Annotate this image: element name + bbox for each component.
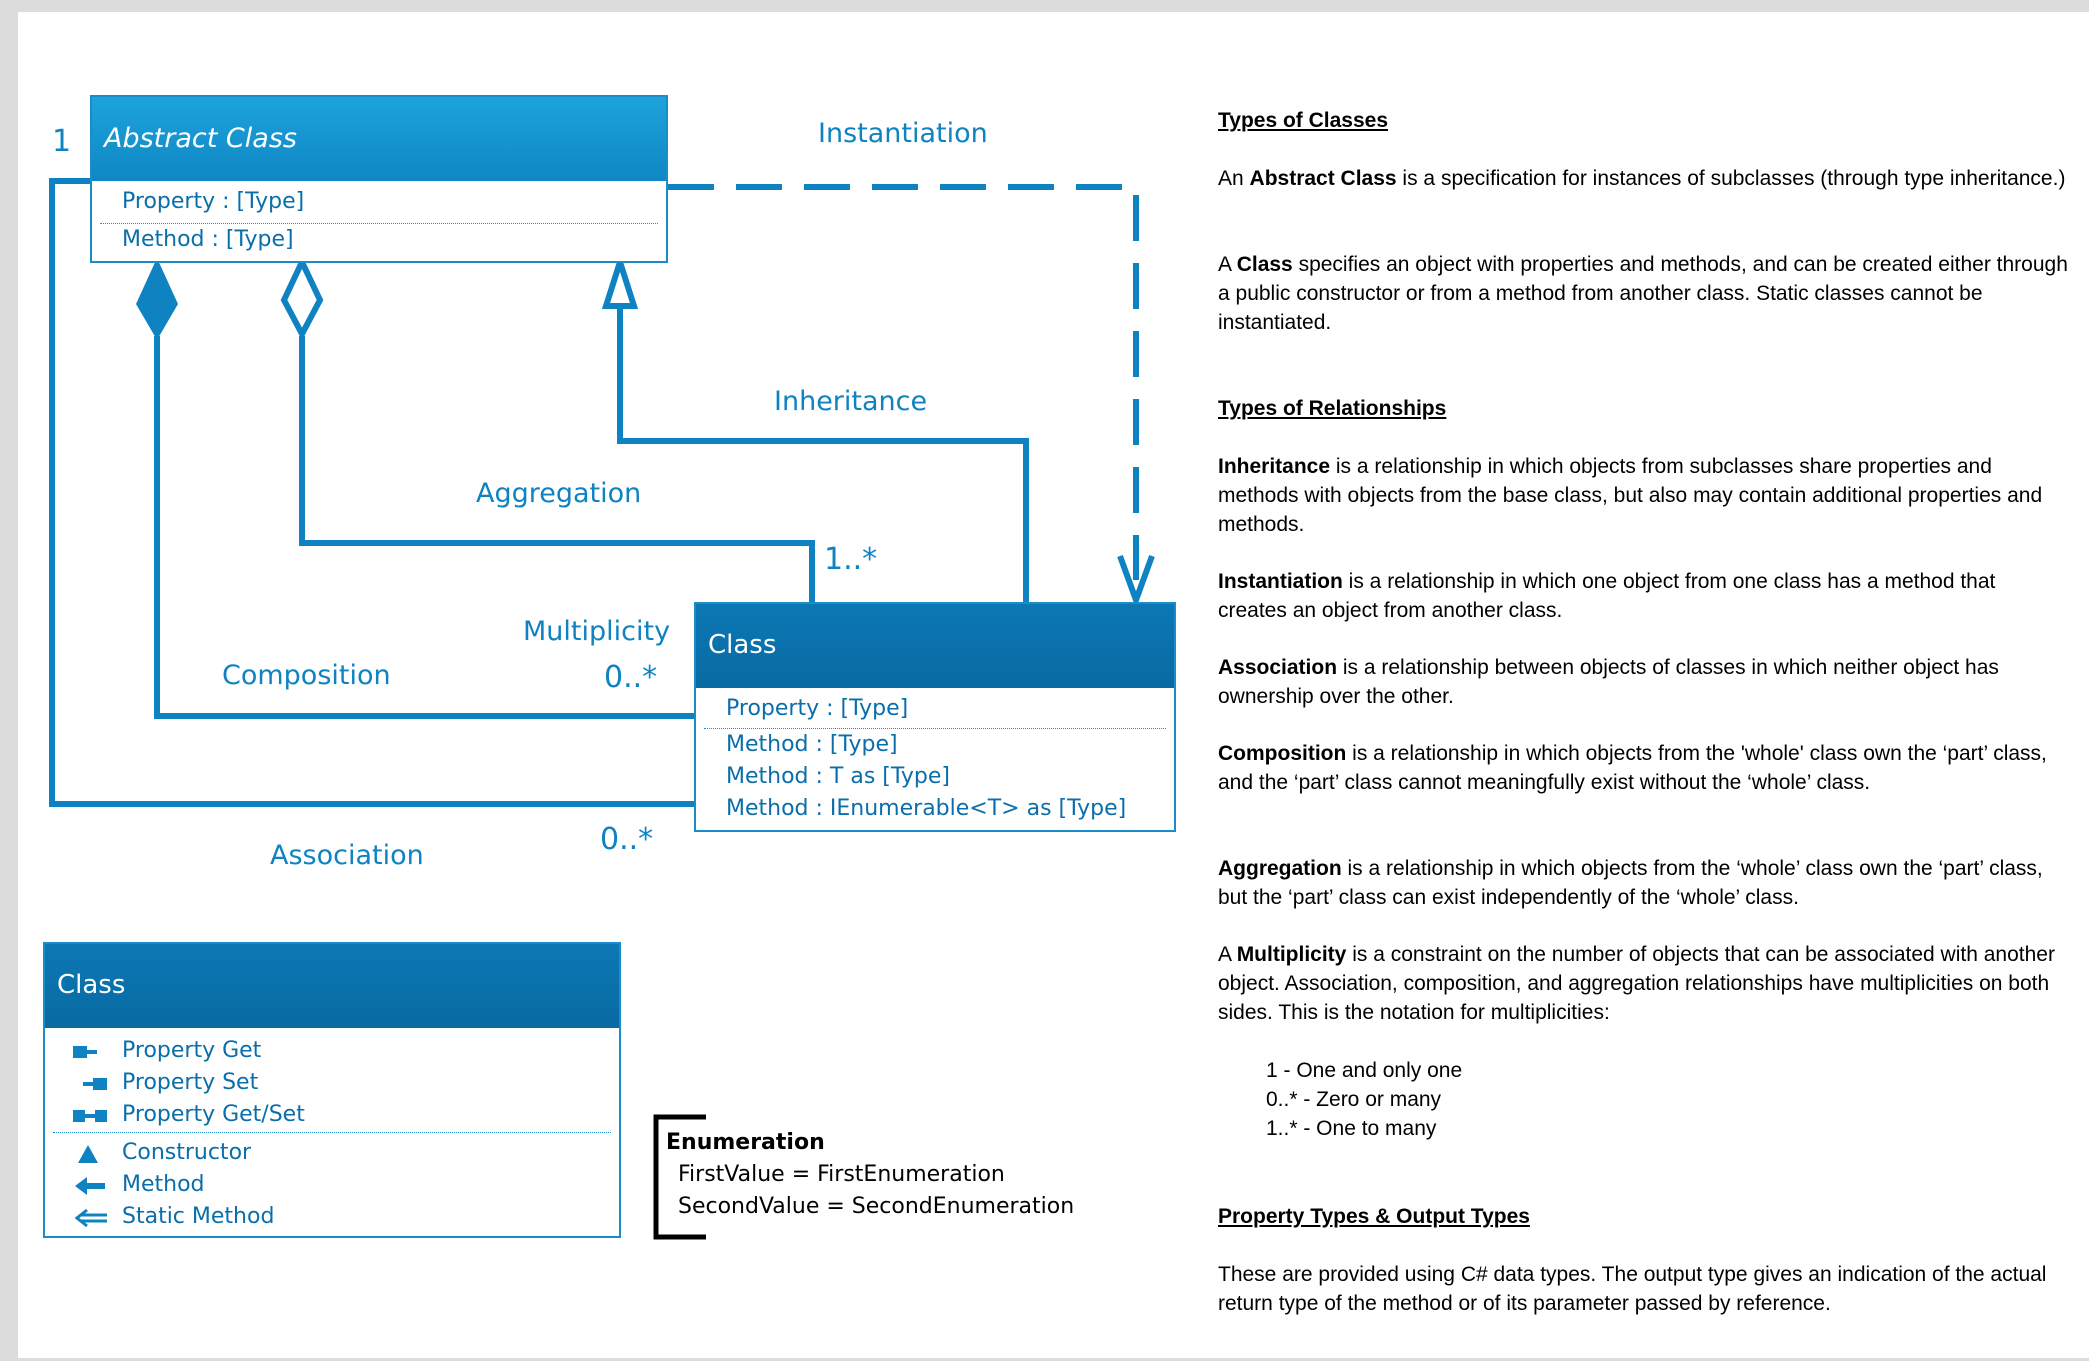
multiplicity-description: A Multiplicity is a constraint on the nu… bbox=[1218, 940, 2068, 1027]
abstract-class-description: An Abstract Class is a specification for… bbox=[1218, 164, 2068, 193]
legend-item-label: Property Get/Set bbox=[122, 1102, 305, 1127]
association-label: Association bbox=[270, 840, 424, 871]
abstract-class-title: Abstract Class bbox=[104, 123, 297, 154]
legend-item-label: Property Set bbox=[122, 1070, 259, 1095]
legend-header: Class bbox=[45, 944, 619, 1028]
property-get-set-icon bbox=[73, 1110, 107, 1122]
abstract-class-property: Property : [Type] bbox=[122, 189, 305, 214]
legend-item-label: Static Method bbox=[122, 1204, 275, 1229]
class-description: A Class specifies an object with propert… bbox=[1218, 250, 2068, 337]
member-separator bbox=[704, 728, 1166, 729]
composition-diamond bbox=[136, 258, 178, 340]
instantiation-line bbox=[668, 184, 1139, 580]
instantiation-label: Instantiation bbox=[818, 118, 988, 149]
term: Instantiation bbox=[1218, 570, 1343, 593]
multiplicity-notation-item: 1 - One and only one bbox=[1266, 1059, 1463, 1082]
class-method: Method : IEnumerable<T> as [Type] bbox=[726, 796, 1127, 821]
composition-line bbox=[154, 336, 698, 719]
composition-label: Composition bbox=[222, 660, 391, 691]
text: An bbox=[1218, 167, 1250, 190]
types-of-relationships-heading: Types of Relationships bbox=[1218, 397, 1447, 420]
text: A bbox=[1218, 253, 1237, 276]
term: Association bbox=[1218, 656, 1338, 679]
legend-item-label: Property Get bbox=[122, 1038, 262, 1063]
aggregation-label: Aggregation bbox=[476, 478, 642, 509]
aggregation-description: Aggregation is a relationship in which o… bbox=[1218, 854, 2068, 912]
instantiation-description: Instantiation is a relationship in which… bbox=[1218, 567, 2068, 625]
term: Aggregation bbox=[1218, 857, 1342, 880]
multiplicity-zero-many-association: 0..* bbox=[600, 822, 654, 857]
multiplicity-one-to-many: 1..* bbox=[824, 542, 878, 577]
class-property: Property : [Type] bbox=[726, 696, 909, 721]
method-icon bbox=[75, 1177, 105, 1195]
multiplicity-zero-many-composition: 0..* bbox=[604, 660, 658, 695]
class-method: Method : T as [Type] bbox=[726, 764, 950, 789]
enumeration-bracket bbox=[653, 1114, 706, 1240]
text: is a relationship in which objects from … bbox=[1218, 857, 2043, 909]
abstract-class-method: Method : [Type] bbox=[122, 227, 294, 252]
legend-item-label: Constructor bbox=[122, 1140, 252, 1165]
term: Class bbox=[1236, 253, 1293, 276]
association-description: Association is a relationship between ob… bbox=[1218, 653, 2068, 711]
instantiation-arrowhead bbox=[1117, 554, 1155, 609]
static-method-icon bbox=[75, 1208, 107, 1228]
text: is a constraint on the number of objects… bbox=[1218, 943, 2055, 1024]
aggregation-diamond bbox=[280, 254, 324, 341]
inheritance-description: Inheritance is a relationship in which o… bbox=[1218, 452, 2068, 539]
property-set-icon bbox=[83, 1078, 107, 1090]
types-of-classes-heading: Types of Classes bbox=[1218, 109, 1389, 132]
text: A bbox=[1218, 943, 1237, 966]
legend-separator bbox=[53, 1132, 611, 1133]
enumeration-title: Enumeration bbox=[666, 1130, 825, 1155]
text: is a relationship in which objects from … bbox=[1218, 742, 2047, 794]
inheritance-arrowhead bbox=[601, 252, 639, 309]
abstract-class-box[interactable]: Abstract Class Property : [Type] Method … bbox=[90, 95, 668, 263]
class-method: Method : [Type] bbox=[726, 732, 898, 757]
term: Multiplicity bbox=[1236, 943, 1347, 966]
term: Composition bbox=[1218, 742, 1347, 765]
legend-item-label: Method bbox=[122, 1172, 205, 1197]
property-get-icon bbox=[73, 1046, 97, 1058]
class-title: Class bbox=[708, 630, 777, 660]
text: is a relationship between objects of cla… bbox=[1218, 656, 1999, 708]
constructor-icon bbox=[78, 1145, 98, 1163]
multiplicity-notation-item: 0..* - Zero or many bbox=[1266, 1088, 1442, 1111]
member-separator bbox=[100, 223, 658, 224]
multiplicity-one: 1 bbox=[52, 124, 72, 159]
text: is a relationship in which one object fr… bbox=[1218, 570, 1996, 622]
multiplicity-notation-item: 1..* - One to many bbox=[1266, 1117, 1437, 1140]
property-types-heading: Property Types & Output Types bbox=[1218, 1205, 1530, 1228]
property-types-description: These are provided using C# data types. … bbox=[1218, 1263, 2047, 1315]
enumeration-value: SecondValue = SecondEnumeration bbox=[678, 1194, 1075, 1219]
text: is a specification for instances of subc… bbox=[1396, 167, 2066, 190]
association-line bbox=[49, 178, 698, 807]
term: Inheritance bbox=[1218, 455, 1331, 478]
legend-box: Class Property Get Property Set Property… bbox=[43, 942, 621, 1238]
class-box[interactable]: Class Property : [Type] Method : [Type] … bbox=[694, 602, 1176, 832]
aggregation-line bbox=[299, 336, 815, 602]
inheritance-label: Inheritance bbox=[774, 386, 928, 417]
text: is a relationship in which objects from … bbox=[1218, 455, 2043, 536]
abstract-class-header: Abstract Class bbox=[92, 97, 666, 181]
text: specifies an object with properties and … bbox=[1218, 253, 2068, 334]
term: Abstract Class bbox=[1249, 167, 1397, 190]
enumeration-value: FirstValue = FirstEnumeration bbox=[678, 1162, 1005, 1187]
class-header: Class bbox=[696, 604, 1174, 688]
legend-title: Class bbox=[57, 970, 126, 1000]
inheritance-line bbox=[617, 306, 1029, 602]
composition-description: Composition is a relationship in which o… bbox=[1218, 739, 2068, 797]
multiplicity-label: Multiplicity bbox=[523, 616, 671, 647]
